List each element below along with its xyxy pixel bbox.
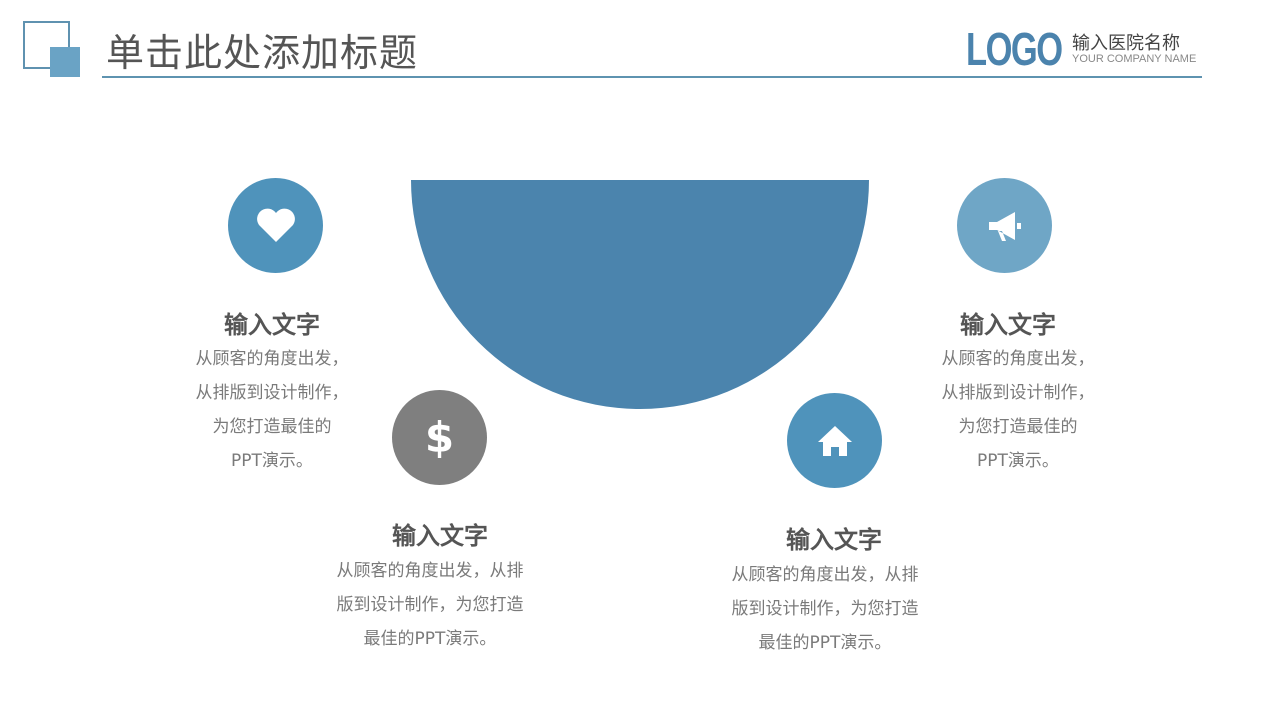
dollar-icon: $ (424, 413, 455, 462)
text-line: 从排版到设计制作， (195, 383, 349, 403)
heart-icon (256, 208, 295, 242)
text-line: 版到设计制作，为您打造 (336, 595, 524, 615)
text-line: PPT演示。 (977, 451, 1059, 471)
heart-circle (228, 178, 323, 273)
title-divider (102, 76, 1202, 78)
item-description: 从顾客的角度出发，从排 版到设计制作，为您打造 最佳的PPT演示。 (695, 558, 955, 660)
half-circle-shape (411, 180, 869, 409)
logo: LOGO (966, 23, 1063, 75)
decor-square-outline (23, 21, 70, 69)
item-heading: 输入文字 (786, 526, 882, 554)
page-title[interactable]: 单击此处添加标题 (106, 31, 419, 75)
text-line: PPT演示。 (231, 451, 313, 471)
item-heading: 输入文字 (392, 522, 488, 550)
text-line: 最佳的PPT演示。 (363, 629, 497, 649)
item-heading: 输入文字 (224, 311, 320, 339)
home-circle (787, 393, 882, 488)
dollar-circle: $ (392, 390, 487, 485)
item-heading: 输入文字 (960, 311, 1056, 339)
megaphone-circle (957, 178, 1052, 273)
company-name: YOUR COMPANY NAME (1072, 53, 1197, 65)
text-line: 从排版到设计制作， (941, 383, 1095, 403)
text-line: 从顾客的角度出发，从排 (731, 565, 919, 585)
home-icon (817, 425, 852, 456)
text-line: 从顾客的角度出发，从排 (336, 561, 524, 581)
hospital-name: 输入医院名称 (1072, 33, 1180, 54)
text-line: 从顾客的角度出发， (941, 349, 1095, 369)
text-line: 为您打造最佳的 (958, 417, 1078, 437)
megaphone-icon (988, 211, 1021, 241)
item-description: 从顾客的角度出发， 从排版到设计制作， 为您打造最佳的 PPT演示。 (888, 342, 1148, 478)
text-line: 从顾客的角度出发， (195, 349, 349, 369)
text-line: 最佳的PPT演示。 (758, 633, 892, 653)
text-line: 为您打造最佳的 (212, 417, 332, 437)
item-description: 从顾客的角度出发，从排 版到设计制作，为您打造 最佳的PPT演示。 (300, 554, 560, 656)
decor-square-filled (50, 47, 80, 77)
item-description: 从顾客的角度出发， 从排版到设计制作， 为您打造最佳的 PPT演示。 (152, 342, 392, 478)
text-line: 版到设计制作，为您打造 (731, 599, 919, 619)
